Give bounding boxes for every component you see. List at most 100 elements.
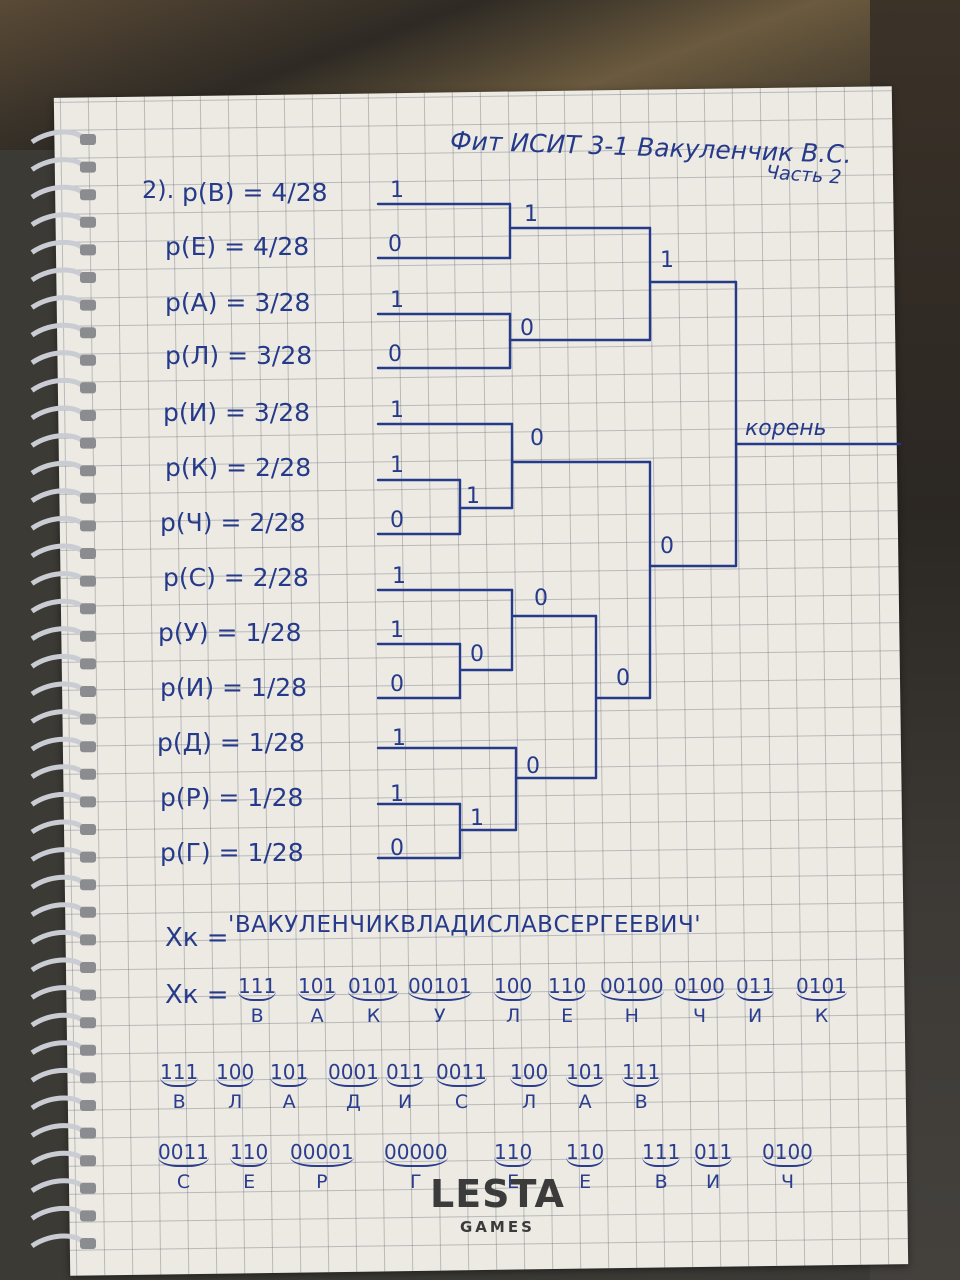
node-bit: 1 xyxy=(466,484,480,509)
node-bit: 0 xyxy=(530,426,544,451)
message-text: 'ВАКУЛЕНЧИКВЛАДИСЛАВСЕРГЕЕВИЧ' xyxy=(228,912,702,938)
binding-hole xyxy=(80,1100,96,1111)
code-letter: Л xyxy=(521,1091,537,1113)
binding-hole xyxy=(80,299,96,311)
code-bits: 00000 xyxy=(384,1142,448,1167)
code-bits: 0100 xyxy=(674,976,725,1001)
code-bits: 101 xyxy=(298,976,337,1001)
code-letter: И xyxy=(397,1091,413,1113)
leaf-bit: 0 xyxy=(388,232,402,257)
node-bit: 0 xyxy=(526,754,540,779)
binding-hole xyxy=(80,410,96,421)
code-letter: И xyxy=(705,1171,721,1193)
binding-hole xyxy=(80,630,96,642)
code-bits: 0011 xyxy=(158,1142,209,1167)
watermark-line2: GAMES xyxy=(460,1218,535,1236)
binding-hole xyxy=(80,1044,96,1056)
probability-item: p(И) = 3/28 xyxy=(163,398,311,427)
leaf-bit: 1 xyxy=(392,564,406,589)
probability-item: p(Ч) = 2/28 xyxy=(160,508,306,537)
binding-hole xyxy=(80,879,96,891)
binding-hole xyxy=(80,548,96,559)
binding-hole xyxy=(80,437,96,449)
binding-hole xyxy=(80,934,96,946)
code-bits: 0001 xyxy=(328,1062,379,1087)
binding-hole xyxy=(80,1210,96,1222)
binding-hole xyxy=(80,520,96,532)
code-letter: Г xyxy=(410,1171,422,1193)
code-bits: 101 xyxy=(270,1062,309,1087)
code-letter: С xyxy=(454,1091,469,1113)
code-bits: 100 xyxy=(494,976,533,1001)
binding-hole xyxy=(80,465,96,477)
leaf-bit: 1 xyxy=(390,398,404,423)
probability-item: p(У) = 1/28 xyxy=(158,618,302,647)
binding-hole xyxy=(80,161,96,173)
binding-hole xyxy=(80,354,96,366)
leaf-bit: 1 xyxy=(390,618,404,643)
message-label: Xк = xyxy=(165,923,229,953)
watermark-line1: LESTA xyxy=(430,1172,565,1216)
code-bits: 110 xyxy=(566,1142,605,1167)
binding-hole xyxy=(80,824,96,835)
binding-hole xyxy=(80,575,96,587)
task-number: 2). xyxy=(142,176,175,204)
code-bits: 0100 xyxy=(762,1142,813,1167)
code-letter: Е xyxy=(561,1005,574,1027)
binding-hole xyxy=(80,1182,96,1194)
leaf-bit: 0 xyxy=(390,508,404,533)
probability-item: p(Р) = 1/28 xyxy=(160,783,304,812)
binding-hole xyxy=(80,741,96,753)
encoding-label: Xк = xyxy=(165,980,229,1010)
code-letter: К xyxy=(366,1005,381,1027)
leaf-bit: 1 xyxy=(390,178,404,203)
code-letter: И xyxy=(747,1005,763,1027)
code-letter: Л xyxy=(505,1005,521,1027)
binding-hole xyxy=(80,382,96,394)
leaf-bit: 0 xyxy=(390,672,404,697)
node-bit: 1 xyxy=(660,248,674,273)
code-bits: 110 xyxy=(548,976,587,1001)
code-letter: В xyxy=(634,1091,648,1113)
root-label: корень xyxy=(745,416,827,441)
binding-hole xyxy=(80,906,96,918)
code-bits: 111 xyxy=(160,1062,199,1087)
code-letter: Ч xyxy=(692,1005,706,1027)
code-bits: 111 xyxy=(238,976,277,1001)
code-bits: 00101 xyxy=(408,976,472,1001)
binding-hole xyxy=(80,327,96,339)
code-bits: 011 xyxy=(694,1142,733,1167)
code-letter: Л xyxy=(227,1091,243,1113)
probability-item: p(Л) = 3/28 xyxy=(165,341,313,370)
code-bits: 011 xyxy=(386,1062,425,1087)
binding-hole xyxy=(80,713,96,725)
code-bits: 100 xyxy=(216,1062,255,1087)
code-letter: В xyxy=(654,1171,668,1193)
binding-hole xyxy=(80,1238,96,1249)
binding-hole xyxy=(80,686,96,697)
binding-hole xyxy=(80,272,96,283)
code-letter: У xyxy=(434,1005,446,1027)
leaf-bit: 1 xyxy=(392,726,406,751)
leaf-bit: 1 xyxy=(390,288,404,313)
code-letter: Н xyxy=(624,1005,639,1027)
